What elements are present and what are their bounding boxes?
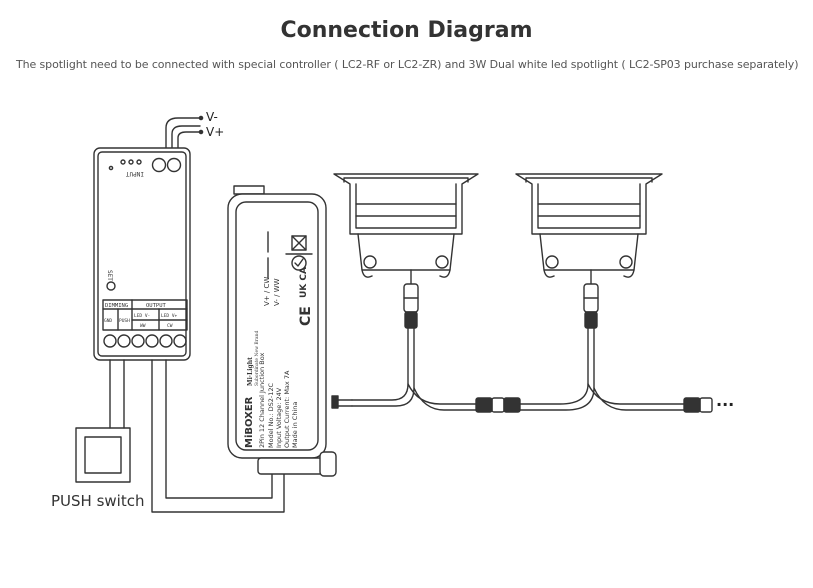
vminus-label: V- — [206, 110, 218, 124]
spotlight-1 — [333, 173, 479, 329]
dimming-label: DIMMING — [105, 303, 128, 309]
junction-made: Made in China — [291, 402, 299, 448]
push-label: PUSH — [119, 318, 130, 324]
cw-label: CW — [167, 323, 173, 329]
push-switch-wires — [109, 359, 125, 429]
continuation-dots: ··· — [716, 395, 734, 414]
input-label: INPUT — [126, 170, 144, 177]
ww-label: WW — [140, 323, 146, 329]
controller-box — [93, 147, 191, 361]
junction-vminus-ww: V- / WW — [273, 278, 281, 306]
junction-vplus-cw: V+ / CW — [263, 277, 271, 306]
output-wires — [151, 359, 285, 513]
led-vplus-label: LED V+ — [161, 313, 178, 319]
junction-model: Model No.: DS2-12C — [267, 382, 275, 448]
gnd-label: GND — [104, 318, 112, 324]
power-input-wires — [165, 115, 204, 149]
push-switch-label: PUSH switch — [51, 492, 144, 510]
page-subtitle: The spotlight need to be connected with … — [16, 58, 799, 71]
set-label: SET — [106, 270, 113, 281]
output-label: OUTPUT — [146, 303, 167, 309]
spot-chain-wires — [331, 327, 713, 413]
vplus-label: V+ — [206, 125, 224, 139]
page-title: Connection Diagram — [280, 18, 533, 43]
junction-tagline: Subordinate New Brand — [254, 331, 260, 386]
junction-sub-brand: Mi·Light — [247, 357, 254, 386]
junction-box — [227, 185, 337, 477]
push-switch — [75, 427, 131, 483]
ukca-mark: UK CA — [299, 267, 309, 298]
spotlight-2 — [515, 173, 663, 329]
junction-brand: MiBOXER — [244, 396, 255, 448]
led-vminus-label: LED V- — [134, 313, 150, 319]
junction-output: Output Current: Max 7A — [283, 370, 291, 448]
junction-product: 2Pin 12 Channel Junction Box — [258, 353, 266, 448]
ce-mark: CE — [298, 306, 314, 326]
junction-input: Input Voltage: 24V — [275, 387, 283, 448]
